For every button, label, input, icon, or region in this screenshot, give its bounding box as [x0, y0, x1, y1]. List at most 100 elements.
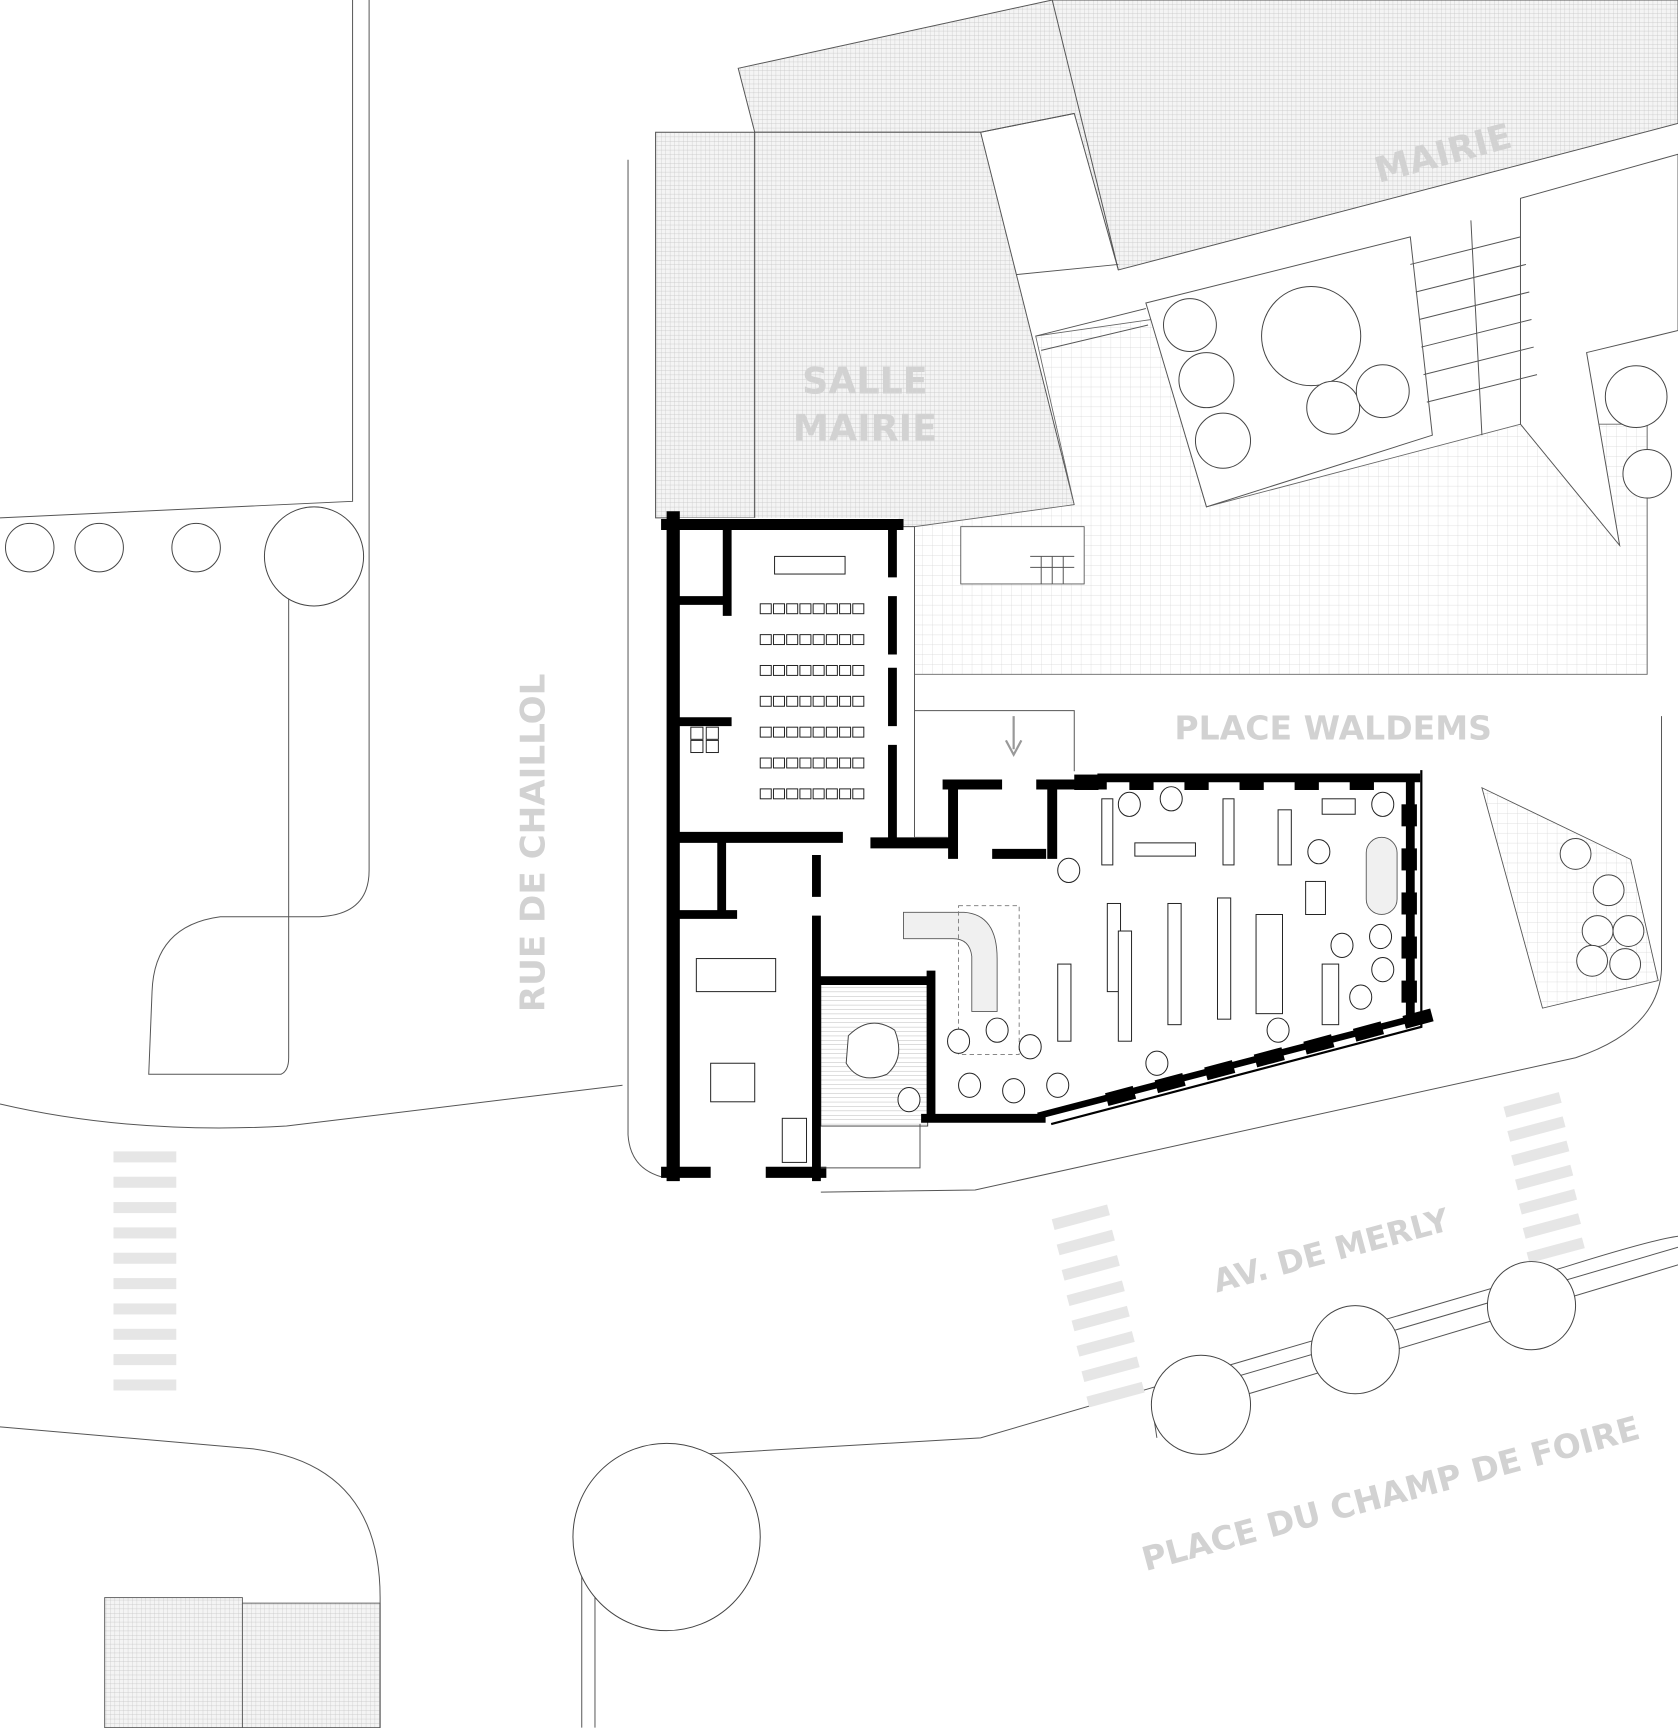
- crosswalk-stripe: [113, 1354, 177, 1366]
- label-av-de-merly: AV. DE MERLY: [1209, 1201, 1454, 1301]
- crosswalk-stripe: [1522, 1213, 1581, 1239]
- auditorium-chair: [825, 788, 838, 800]
- crosswalk-stripe: [1066, 1280, 1125, 1306]
- seat: [1159, 786, 1183, 812]
- facade-pier: [1402, 1008, 1434, 1029]
- auditorium-chair: [852, 695, 865, 707]
- facade-pier: [1184, 774, 1209, 790]
- auditorium-chair: [852, 603, 865, 615]
- furniture-shelf: [1305, 880, 1326, 915]
- auditorium-chair: [759, 757, 772, 769]
- cloak-locker: [690, 739, 704, 754]
- furniture-shelf: [1321, 963, 1340, 1026]
- furniture-shelf: [695, 958, 777, 993]
- reading-alcove: [1365, 836, 1398, 915]
- crosswalk-stripe: [113, 1176, 177, 1188]
- facade-pier: [1074, 774, 1099, 790]
- facade-pier: [1303, 1034, 1335, 1055]
- facade-pier: [1352, 1021, 1385, 1042]
- auditorium-chair: [812, 634, 825, 646]
- auditorium-chair: [772, 757, 785, 769]
- facade-pier: [1401, 892, 1417, 915]
- crosswalk-stripe: [1061, 1255, 1120, 1281]
- cloak-locker: [705, 739, 719, 754]
- facade-pier: [1349, 774, 1374, 790]
- crosswalk-stripe: [1507, 1116, 1566, 1142]
- auditorium-chair: [759, 695, 772, 707]
- auditorium-chair: [812, 788, 825, 800]
- library-building: [309, 0, 1434, 1182]
- auditorium-chair: [786, 634, 799, 646]
- furniture-shelf: [1101, 798, 1114, 866]
- auditorium-chair: [759, 603, 772, 615]
- tree-icon: [171, 522, 221, 573]
- auditorium-chair: [812, 603, 825, 615]
- auditorium-chair: [772, 788, 785, 800]
- furniture-shelf: [710, 1062, 756, 1103]
- auditorium-chair: [759, 726, 772, 738]
- auditorium-chair: [839, 726, 852, 738]
- crosswalk-stripe: [113, 1278, 177, 1290]
- auditorium-chair: [759, 664, 772, 676]
- auditorium-chair: [786, 726, 799, 738]
- tree-icon: [1581, 915, 1614, 947]
- cloak-locker: [705, 726, 719, 740]
- crosswalk-stripe: [113, 1252, 177, 1264]
- tree-icon: [1486, 1261, 1577, 1351]
- facade-pier: [1204, 1060, 1236, 1081]
- auditorium-chair: [759, 788, 772, 800]
- crosswalk-stripe: [1503, 1092, 1562, 1118]
- auditorium-chair: [839, 757, 852, 769]
- auditorium-chair: [825, 664, 838, 676]
- furniture-shelf: [1277, 809, 1292, 866]
- furniture-shelf: [1321, 798, 1356, 815]
- crosswalk-av-de-merly-west: [1051, 1204, 1145, 1408]
- auditorium-chair: [825, 726, 838, 738]
- tree-icon: [1355, 364, 1410, 419]
- auditorium-chair: [799, 634, 812, 646]
- crosswalk-rue-de-chaillol: [113, 1151, 177, 1391]
- auditorium-chair: [772, 726, 785, 738]
- auditorium-chair: [852, 634, 865, 646]
- auditorium-chair: [812, 757, 825, 769]
- auditorium-chair: [772, 695, 785, 707]
- crosswalk-stripe: [1086, 1381, 1145, 1408]
- seat: [1057, 857, 1081, 884]
- seat: [1002, 1078, 1026, 1104]
- houses-bottom-left: [104, 1597, 381, 1728]
- seat: [958, 1072, 982, 1098]
- facade-pier: [1401, 936, 1417, 959]
- facade-pier: [1129, 774, 1154, 790]
- trees: [5, 285, 1672, 1632]
- cloak-locker: [690, 726, 704, 740]
- auditorium-chair: [772, 634, 785, 646]
- tree-icon: [1194, 412, 1252, 469]
- tree-icon: [1559, 837, 1592, 870]
- crosswalk-stripe: [1081, 1356, 1140, 1382]
- crosswalk-stripe: [113, 1227, 177, 1239]
- furniture-shelf: [1222, 798, 1235, 866]
- tree-icon: [74, 522, 124, 573]
- auditorium-chair: [839, 788, 852, 800]
- auditorium-chair: [786, 664, 799, 676]
- auditorium-chair: [852, 726, 865, 738]
- auditorium-chair: [839, 695, 852, 707]
- auditorium-chair: [772, 664, 785, 676]
- facade-pier: [1401, 980, 1417, 1003]
- crosswalk-stripe: [1051, 1204, 1110, 1230]
- seat: [1330, 932, 1354, 958]
- label-salle-mairie: MAIRIE: [793, 407, 937, 450]
- facade-pier: [1294, 774, 1319, 790]
- furniture-shelf: [1167, 902, 1182, 1026]
- tree-icon: [1612, 915, 1645, 947]
- seat: [1307, 839, 1331, 865]
- auditorium-chair: [852, 788, 865, 800]
- tree-icon: [1609, 948, 1642, 980]
- furniture-shelf: [1216, 897, 1232, 1020]
- auditorium-chair: [825, 603, 838, 615]
- stage-table: [774, 555, 846, 575]
- seat: [1369, 923, 1393, 950]
- seat: [985, 1017, 1009, 1043]
- tree-icon: [1178, 352, 1235, 409]
